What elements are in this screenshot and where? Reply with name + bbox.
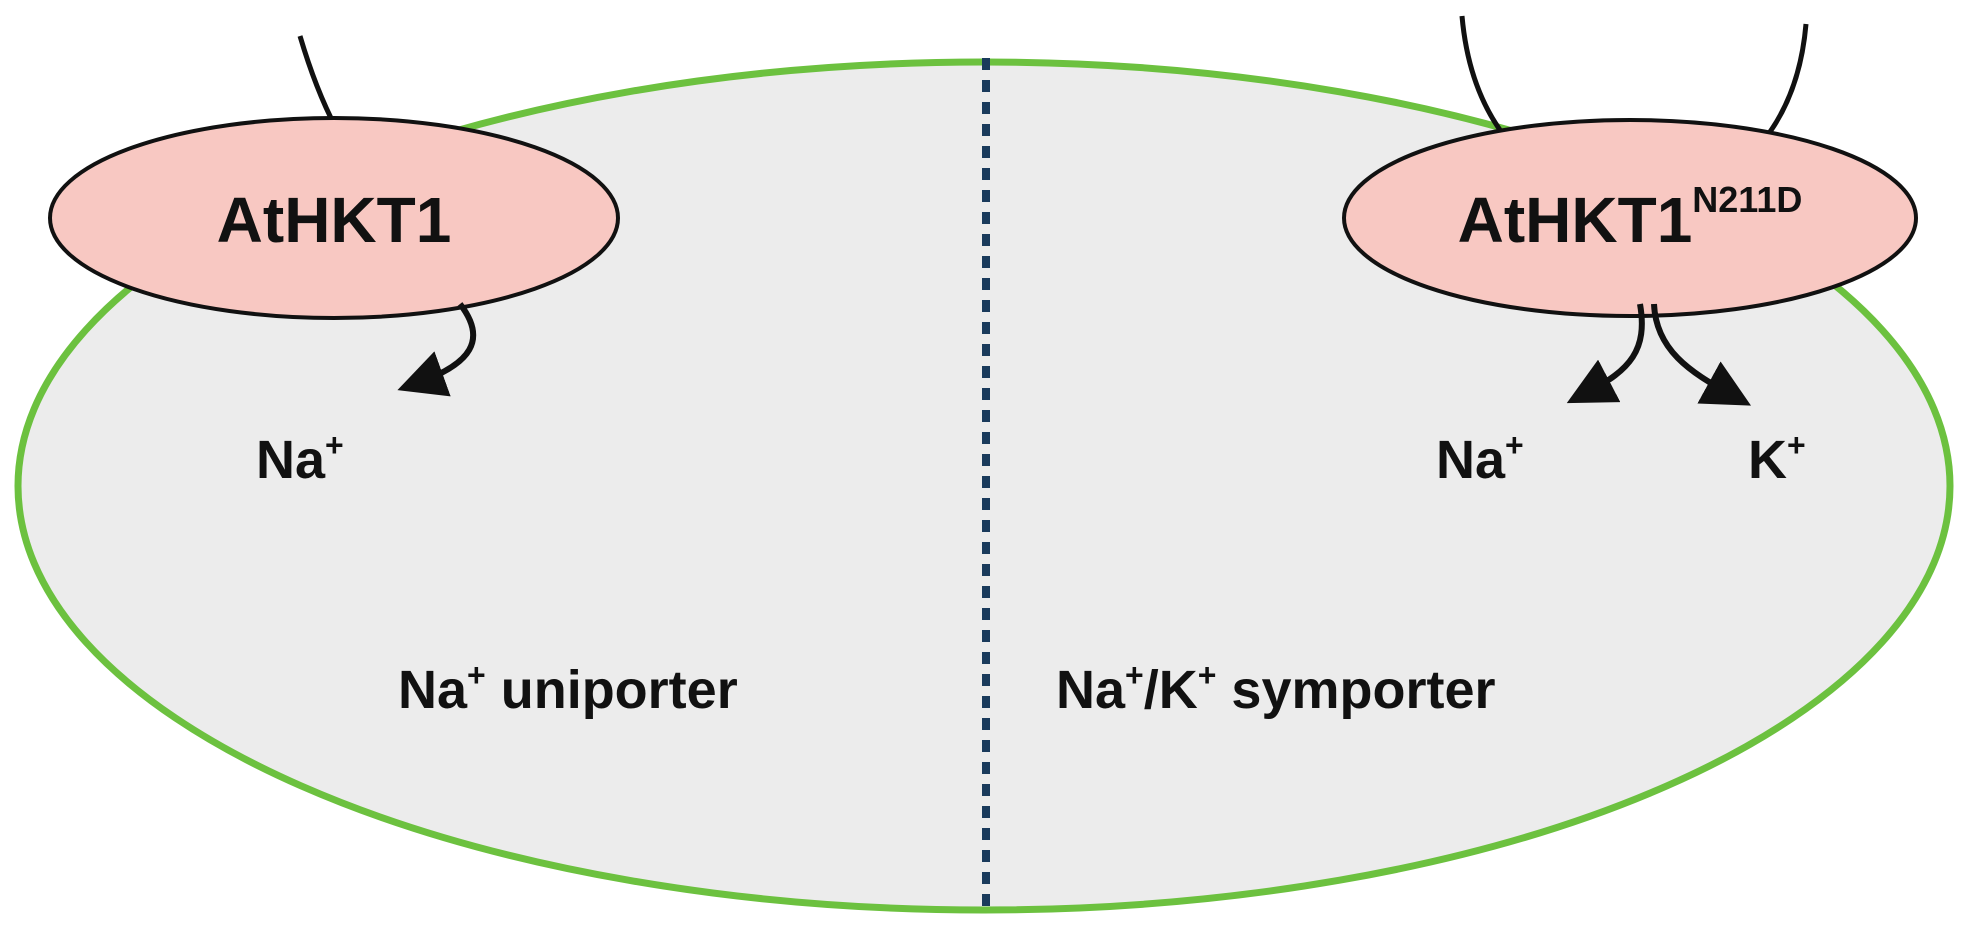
right-transporter-name: AtHKT1	[1458, 184, 1693, 256]
left-ion-label: Na+	[256, 427, 344, 490]
right-transporter-label: AtHKT1N211D	[1458, 179, 1803, 256]
right-mode-label: Na+/K+ symporter	[1056, 657, 1496, 720]
left-ion-arrow	[397, 302, 477, 397]
right-transporter	[1342, 118, 1918, 318]
right-na-arrow	[1566, 303, 1645, 404]
right-k-arrow	[1651, 303, 1752, 406]
left-transporter	[48, 116, 620, 320]
left-mode-label: Na+ uniporter	[398, 657, 738, 720]
right-transporter-stalk-right	[1762, 23, 1809, 142]
right-transporter-superscript: N211D	[1692, 179, 1802, 220]
right-transporter-stalk-left	[1459, 15, 1503, 132]
left-transporter-label: AtHKT1	[217, 184, 452, 256]
right-k-ion-label: K+	[1748, 427, 1806, 490]
right-na-ion-label: Na+	[1436, 427, 1524, 490]
left-transporter-stalk	[297, 35, 339, 130]
